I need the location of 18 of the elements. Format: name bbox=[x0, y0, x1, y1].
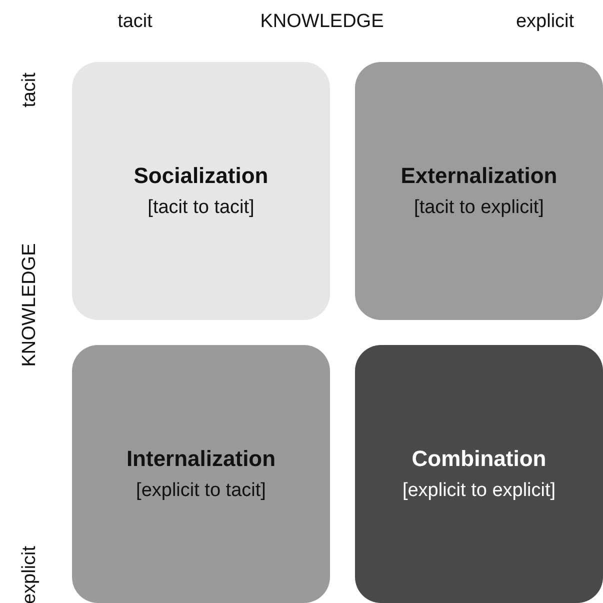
axis-title: KNOWLEDGE bbox=[260, 11, 384, 33]
row-label: explicit bbox=[19, 546, 41, 603]
column-label: tacit bbox=[118, 11, 152, 33]
axis-title: KNOWLEDGE bbox=[19, 243, 41, 367]
column-label: explicit bbox=[516, 11, 574, 33]
quadrant-description: [tacit to explicit] bbox=[414, 197, 544, 219]
quadrant-description: [explicit to tacit] bbox=[136, 480, 266, 502]
row-label: tacit bbox=[19, 72, 41, 108]
quadrant-heading: Socialization bbox=[134, 163, 268, 189]
quadrant-box bbox=[355, 62, 603, 320]
quadrant-heading: Externalization bbox=[400, 163, 558, 189]
quadrant-description: [explicit to explicit] bbox=[402, 480, 556, 502]
quadrant-heading: Combination bbox=[412, 446, 546, 472]
quadrant-box bbox=[72, 62, 330, 320]
quadrant-heading: Internalization bbox=[126, 446, 276, 472]
quadrant-box bbox=[72, 345, 330, 603]
quadrant-box bbox=[355, 345, 603, 603]
quadrant-description: [tacit to tacit] bbox=[148, 197, 254, 219]
